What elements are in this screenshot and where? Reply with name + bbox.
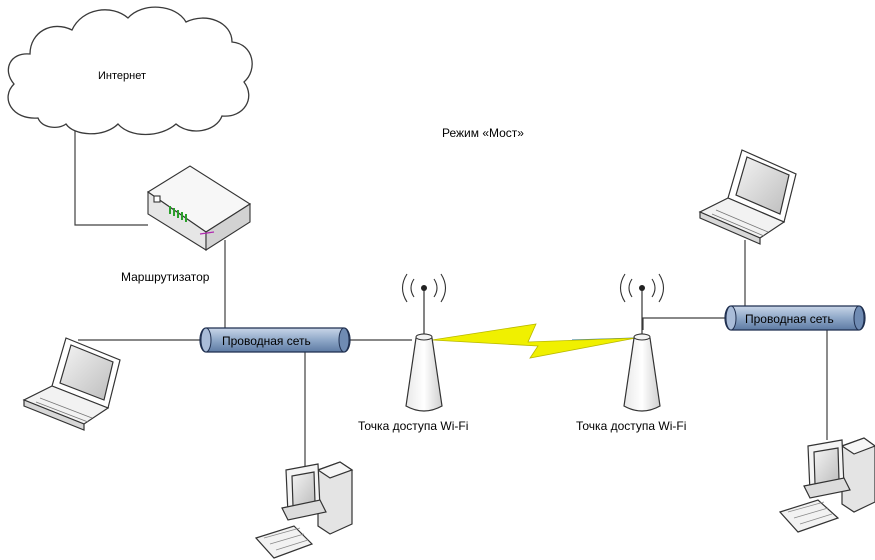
ap-right-pipe-line	[642, 317, 728, 330]
wired-network-left: Проводная сеть	[199, 327, 351, 353]
router-icon	[146, 165, 252, 252]
laptop-left-icon	[22, 337, 121, 431]
cloud-icon	[7, 6, 253, 136]
access-point-right-icon	[619, 273, 665, 412]
wireless-link	[431, 323, 637, 359]
router-label: Маршрутизатор	[121, 270, 210, 284]
ap-right-label: Точка доступа Wi-Fi	[576, 419, 686, 433]
wired-left-label: Проводная сеть	[222, 334, 311, 348]
laptop-right-icon	[698, 149, 797, 245]
ap-left-label: Точка доступа Wi-Fi	[358, 419, 468, 433]
desktop-pc-right-icon	[778, 437, 875, 533]
desktop-pc-left-icon	[254, 461, 354, 559]
internet-label: Интернет	[98, 70, 146, 82]
wired-right-label: Проводная сеть	[745, 312, 834, 326]
diagram-title: Режим «Мост»	[442, 126, 524, 140]
lightning-icon	[431, 323, 637, 359]
access-point-left-icon	[401, 273, 447, 412]
cloud-router-line	[74, 125, 148, 226]
wired-network-right: Проводная сеть	[724, 305, 866, 331]
connection-lines	[74, 125, 828, 470]
